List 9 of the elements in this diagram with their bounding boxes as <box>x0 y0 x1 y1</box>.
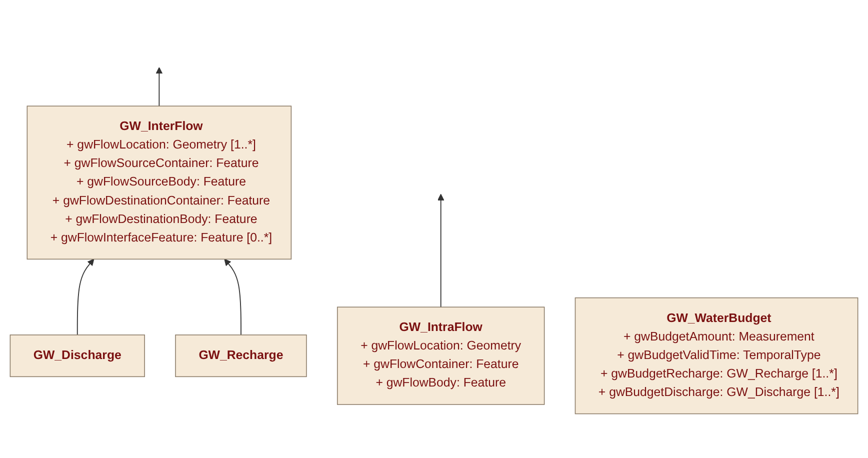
arrow <box>437 194 444 308</box>
arrow <box>224 258 242 336</box>
node-box: GW_Discharge <box>10 334 145 378</box>
arrow <box>76 258 94 336</box>
node-box: GW_IntraFlow + gwFlowLocation: Geometry + gwFlowContainer: Feature + gwFlowBody: Feature <box>336 306 545 405</box>
node-box: GW_InterFlow + gwFlowLocation: Geometry [1..*] + gwFlowSourceContainer: Feature + gwFlowSourceBody: Feature + gwFlowDestinationContainer: Feature + gwFlowDestinationBody: Feature + gwFlowInterfaceFeature: Feature [0..*] <box>26 106 292 260</box>
arrow <box>156 67 163 107</box>
node-box: GW_WaterBudget + gwBudgetAmount: Measurement + gwBudgetValidTime: TemporalType + gwBudgetRecharge: GW_Recharge [1..*] + gwBudgetDischarge: GW_Discharge [1..*] <box>574 297 858 414</box>
node-box: GW_Recharge <box>175 334 307 378</box>
